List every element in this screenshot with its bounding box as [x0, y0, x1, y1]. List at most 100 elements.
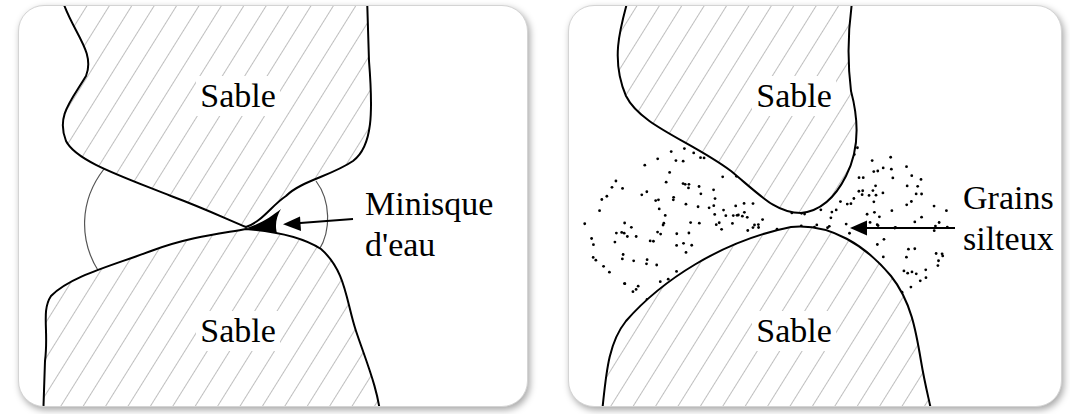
grain-label: Sable: [752, 311, 836, 352]
silt-dot: [640, 193, 643, 196]
callout-label: Minisque d'eau: [363, 184, 495, 266]
arrow-head: [283, 217, 301, 232]
silt-dot: [698, 222, 701, 225]
figure-panel: SableSableMinisque d'eau: [18, 5, 528, 407]
meniscus-curve: [85, 169, 104, 272]
silt-dot: [872, 200, 875, 203]
silt-dot: [936, 264, 939, 267]
silt-dot: [868, 194, 871, 197]
silt-dot: [890, 168, 893, 171]
silt-dot: [685, 251, 688, 254]
silt-dot: [687, 187, 690, 190]
silt-dot: [878, 215, 881, 218]
silt-dot: [861, 193, 864, 196]
silt-dot: [938, 221, 941, 224]
silt-dot: [675, 232, 678, 235]
silt-dot: [866, 213, 869, 216]
silt-dot: [721, 175, 724, 178]
silt-dot: [672, 196, 675, 199]
silt-dot: [913, 247, 916, 250]
silt-dot: [925, 276, 928, 279]
silt-dot: [672, 198, 675, 201]
silt-dot: [872, 170, 875, 173]
silt-dot: [685, 203, 688, 206]
silt-dot: [645, 262, 648, 265]
silt-dot: [688, 232, 691, 235]
silt-dot: [848, 232, 851, 235]
silt-dot: [857, 190, 860, 193]
grain-shape: [61, 5, 371, 227]
silt-dot: [906, 272, 909, 275]
silt-dot: [905, 256, 908, 259]
silt-dot: [871, 159, 874, 162]
silt-dot: [861, 189, 864, 192]
silt-dot: [670, 150, 673, 153]
silt-dot: [692, 152, 695, 155]
grain-shape: [43, 229, 381, 407]
silt-dot: [649, 239, 652, 242]
silt-dot: [882, 256, 885, 259]
silt-dot: [659, 280, 662, 283]
silt-dot: [937, 259, 940, 262]
silt-dot: [632, 290, 635, 293]
silt-dot: [722, 209, 725, 212]
silt-dot: [933, 205, 936, 208]
silt-dot: [675, 244, 678, 247]
silt-dot: [920, 178, 923, 181]
silt-dot: [622, 253, 625, 256]
silt-dot: [876, 170, 879, 173]
silt-dot: [856, 146, 859, 149]
silt-dot: [690, 244, 693, 247]
silt-dot: [635, 235, 638, 238]
silt-dot: [656, 231, 659, 234]
silt-dot: [872, 189, 875, 192]
silt-dot: [643, 164, 646, 167]
silt-dot: [891, 177, 894, 180]
silt-dot: [830, 211, 833, 214]
silt-dot: [752, 226, 755, 229]
silt-dot: [712, 188, 715, 191]
grain-shape: [618, 5, 857, 213]
silt-dot: [907, 248, 910, 251]
figure-panel: SableSableGrains silteux: [568, 5, 1062, 407]
silt-dot: [945, 209, 948, 212]
silt-dot: [632, 259, 635, 262]
label-anchor: Grains silteux: [961, 178, 1056, 260]
grain-shape: [601, 227, 933, 407]
silt-dot: [845, 223, 848, 226]
silt-dot: [688, 183, 691, 186]
silt-dot: [697, 205, 700, 208]
silt-dot: [623, 282, 626, 285]
silt-dot: [920, 193, 923, 196]
silt-dot: [732, 214, 735, 217]
grain-label: Sable: [196, 76, 280, 117]
silt-dot: [889, 156, 892, 159]
silt-dot: [646, 258, 649, 261]
leader-line: [865, 227, 955, 229]
silt-dot: [746, 229, 749, 232]
silt-dot: [682, 182, 685, 185]
grain-outline: [49, 5, 379, 231]
silt-dot: [689, 221, 692, 224]
silt-dot: [600, 198, 603, 201]
silt-dot: [734, 205, 737, 208]
silt-dot: [743, 211, 746, 214]
silt-dot: [935, 252, 938, 255]
silt-dot: [724, 214, 727, 217]
silt-dot: [850, 202, 853, 205]
silt-dot: [826, 226, 829, 229]
silt-dot: [746, 216, 749, 219]
silt-dot: [620, 231, 623, 234]
silt-dot: [839, 200, 842, 203]
silt-dot: [920, 216, 923, 219]
silt-dot: [637, 285, 640, 288]
silt-dot: [846, 203, 849, 206]
silt-dot: [713, 213, 716, 216]
label-anchor: Minisque d'eau: [363, 184, 495, 266]
silt-dot: [911, 271, 914, 274]
silt-dot: [933, 229, 936, 232]
silt-dot: [665, 181, 668, 184]
sand-grain: Sable: [49, 5, 379, 231]
silt-dot: [594, 259, 597, 262]
silt-dot: [635, 288, 638, 291]
